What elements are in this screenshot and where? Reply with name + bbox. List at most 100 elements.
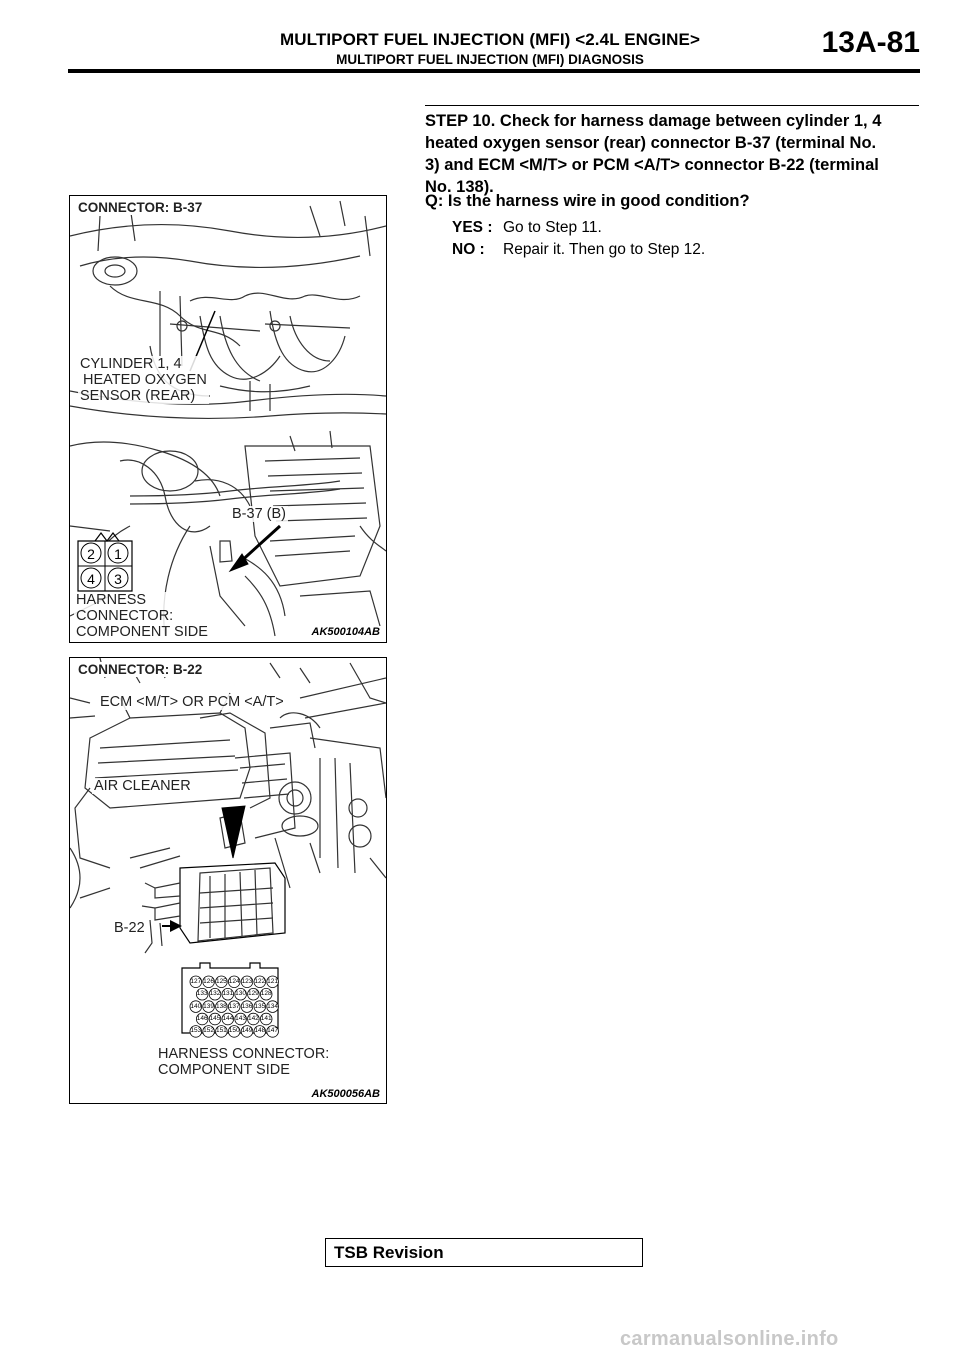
pin-circle bbox=[259, 1012, 273, 1026]
step-line: heated oxygen sensor (rear) connector B-… bbox=[425, 134, 877, 152]
pin-number: 146 bbox=[196, 1015, 208, 1022]
pin-number: 128 bbox=[260, 990, 272, 998]
engine-illustration-b37 bbox=[70, 200, 386, 637]
pin-number: 143 bbox=[235, 1015, 247, 1022]
pin-circle bbox=[266, 1000, 279, 1013]
pin-circle bbox=[215, 975, 228, 989]
pin-circle bbox=[215, 1025, 228, 1038]
pin-number: 135 bbox=[254, 1002, 266, 1010]
pin-number: 149 bbox=[241, 1027, 253, 1035]
pin-label: 4 bbox=[87, 571, 95, 587]
step-line: 3) and ECM <M/T> or PCM <A/T> connector … bbox=[425, 156, 879, 174]
pin-number: 131 bbox=[222, 990, 234, 998]
watermark: carmanualsonline.info bbox=[620, 1328, 839, 1350]
pin-circle bbox=[247, 1012, 260, 1026]
pin-number: 123 bbox=[241, 977, 253, 985]
figure-connector-b37: CONNECTOR: B-37 CYLINDER 1, 4 HEATED OXY… bbox=[69, 195, 387, 643]
pin-number: 137 bbox=[228, 1002, 240, 1010]
connector-callout-b37: B-37 (B) bbox=[230, 506, 288, 522]
pin-number: 124 bbox=[228, 977, 240, 985]
connector-b22-face bbox=[181, 962, 279, 1038]
harness-label-line: COMPONENT SIDE bbox=[76, 624, 208, 640]
harness-label-line: COMPONENT SIDE bbox=[158, 1062, 290, 1078]
sensor-label-line: CYLINDER 1, 4 bbox=[80, 356, 182, 372]
pin-circle bbox=[240, 1025, 254, 1038]
pin-circle bbox=[247, 988, 260, 1001]
step-line: STEP 10. Check for harness damage betwee… bbox=[425, 112, 882, 130]
pin-label: 1 bbox=[114, 546, 122, 562]
harness-label-line: HARNESS CONNECTOR: bbox=[158, 1046, 330, 1062]
step-question: Q: Is the harness wire in good condition… bbox=[425, 192, 750, 210]
pin-circle bbox=[221, 988, 235, 1001]
pin-number: 130 bbox=[235, 990, 247, 998]
section-subtitle: MULTIPORT FUEL INJECTION (MFI) DIAGNOSIS bbox=[336, 52, 644, 67]
figure-connector-b22: CONNECTOR: B-22 ECM <M/T> OR PCM <A/T> A… bbox=[69, 657, 387, 1104]
pin-circle bbox=[234, 1012, 247, 1026]
step-line: No. 138). bbox=[425, 178, 494, 196]
sensor-label-line: SENSOR (REAR) bbox=[80, 388, 196, 404]
pin-number: 132 bbox=[209, 990, 221, 998]
pin-number: 153 bbox=[190, 1027, 202, 1035]
section-title: MULTIPORT FUEL INJECTION (MFI) <2.4L ENG… bbox=[280, 30, 700, 49]
pin-number: 129 bbox=[247, 990, 259, 998]
pin-number: 151 bbox=[215, 1027, 227, 1035]
page-number: 13A-81 bbox=[821, 26, 920, 59]
pin-number: 121 bbox=[267, 977, 279, 985]
answer-no-text: Repair it. Then go to Step 12. bbox=[503, 241, 706, 258]
pin-number: 148 bbox=[254, 1027, 266, 1035]
pin-number: 152 bbox=[203, 1027, 215, 1035]
pin-number: 142 bbox=[247, 1015, 259, 1022]
pin-circle bbox=[259, 988, 273, 1001]
pin-number: 145 bbox=[209, 1015, 221, 1022]
sensor-label-line: HEATED OXYGEN bbox=[83, 372, 207, 388]
pin-circle bbox=[189, 975, 203, 989]
pin-label: 2 bbox=[87, 546, 95, 562]
air-cleaner-label: AIR CLEANER bbox=[92, 778, 193, 794]
engine-illustration-b22 bbox=[70, 658, 386, 1038]
harness-label-line: HARNESS bbox=[76, 592, 147, 608]
figure-heading: CONNECTOR: B-22 bbox=[76, 662, 205, 677]
pin-number: 125 bbox=[215, 977, 227, 985]
pin-circle bbox=[240, 1000, 254, 1013]
pin-circle bbox=[253, 1025, 267, 1038]
pin-circle bbox=[227, 1000, 241, 1013]
pin-circle bbox=[221, 1012, 235, 1026]
tsb-revision-label: TSB Revision bbox=[334, 1243, 444, 1262]
tsb-revision-box bbox=[325, 1238, 643, 1267]
pin-circle bbox=[227, 1025, 241, 1038]
pin-circle bbox=[189, 1000, 203, 1013]
pin-number: 141 bbox=[260, 1015, 272, 1022]
pin-number: 144 bbox=[222, 1015, 234, 1022]
harness-label-line: CONNECTOR: bbox=[76, 608, 174, 624]
pin-circle bbox=[208, 1012, 222, 1026]
pin-number: 133 bbox=[196, 990, 208, 998]
answer-no-label: NO : bbox=[452, 241, 485, 258]
answer-yes-label: YES : bbox=[452, 219, 493, 236]
pin-number: 136 bbox=[241, 1002, 253, 1010]
pin-circle bbox=[227, 975, 241, 989]
answer-yes-text: Go to Step 11. bbox=[503, 219, 602, 236]
pin-label: 3 bbox=[114, 571, 122, 587]
figure-heading: CONNECTOR: B-37 bbox=[76, 200, 205, 215]
step-heading: STEP 10. Check for harness damage betwee… bbox=[425, 110, 919, 198]
pin-number: 147 bbox=[267, 1027, 279, 1035]
pin-circle bbox=[215, 1000, 228, 1013]
pin-circle bbox=[202, 975, 215, 989]
pin-circle bbox=[234, 988, 247, 1001]
pin-number: 150 bbox=[228, 1027, 240, 1035]
pin-circle bbox=[253, 975, 267, 989]
pin-number: 140 bbox=[190, 1002, 202, 1010]
pin-circle bbox=[202, 1000, 215, 1013]
harness-label: HARNESS CONNECTOR: COMPONENT SIDE bbox=[74, 592, 210, 640]
pin-number: 134 bbox=[267, 1002, 279, 1010]
connector-callout-b22: B-22 bbox=[112, 920, 147, 936]
pin-number: 139 bbox=[203, 1002, 215, 1010]
pin-circle bbox=[266, 1025, 279, 1038]
pin-number: 122 bbox=[254, 977, 266, 985]
connector-b37-face bbox=[77, 532, 133, 592]
ecm-label: ECM <M/T> OR PCM <A/T> bbox=[98, 694, 286, 710]
pin-number: 127 bbox=[190, 977, 202, 985]
pin-circle bbox=[195, 988, 209, 1001]
pin-circle bbox=[195, 1012, 209, 1026]
pin-number: 138 bbox=[215, 1002, 227, 1010]
